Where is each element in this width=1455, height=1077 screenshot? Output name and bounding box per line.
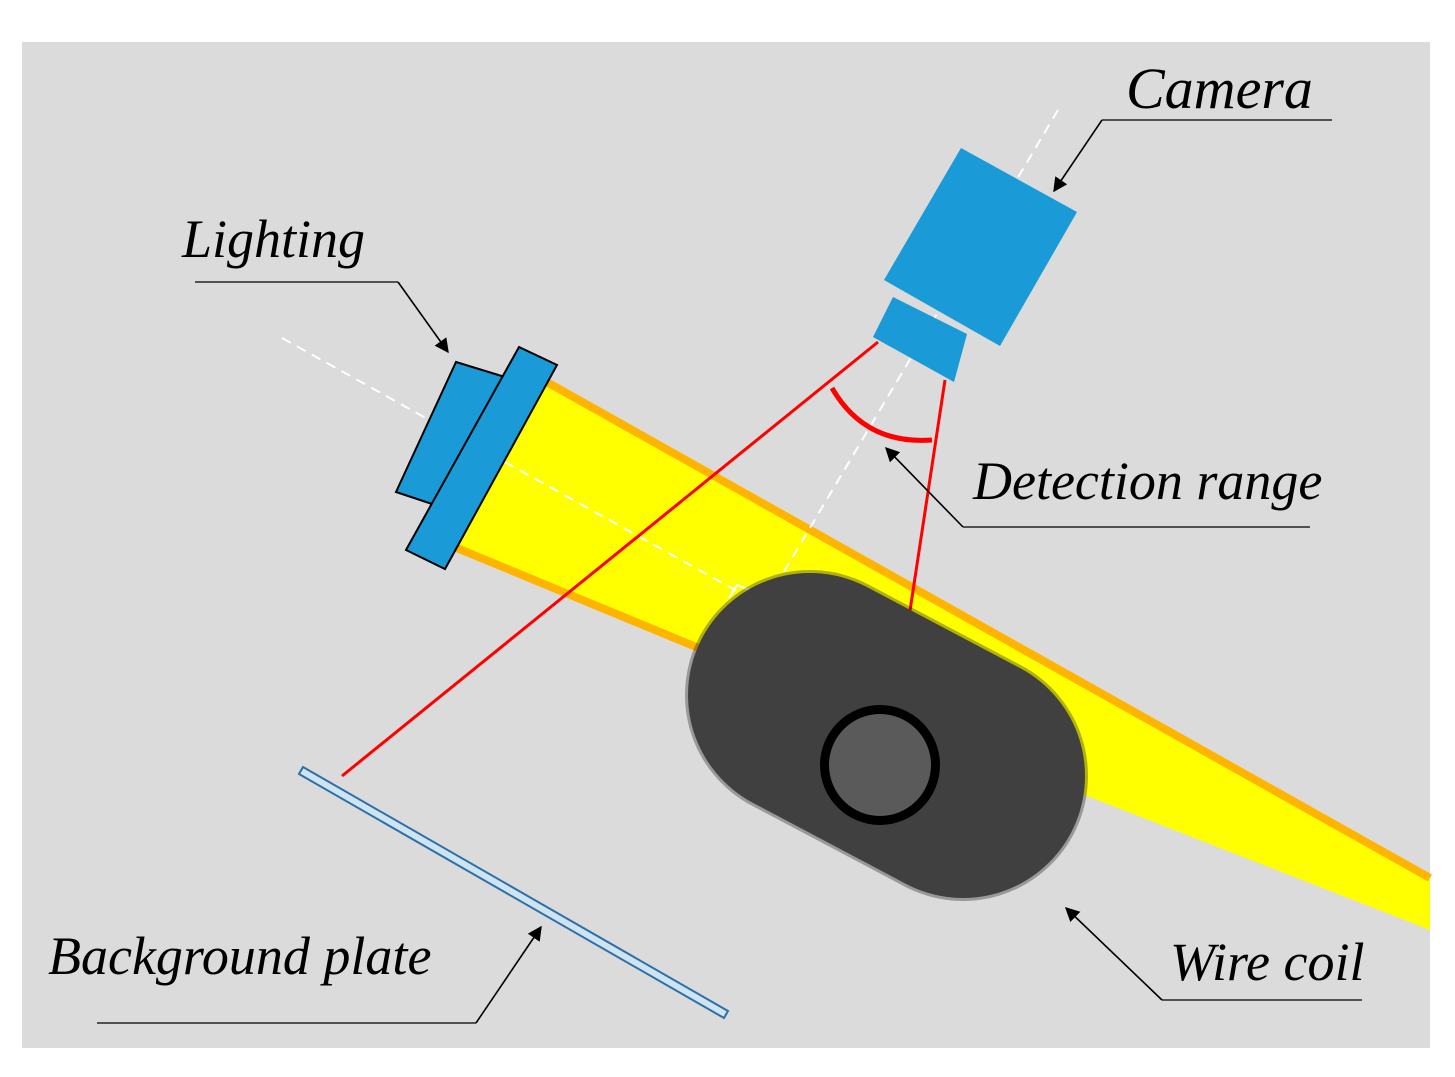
detection-range-arc — [829, 386, 933, 443]
light-source-icon — [394, 345, 559, 571]
background-plate-icon — [297, 765, 730, 1020]
wire-coil-label: Wire coil — [1170, 932, 1364, 992]
light-beam-upper-edge — [543, 377, 1432, 882]
detection-boundary-right — [904, 379, 947, 638]
camera-axis-line — [759, 109, 1059, 613]
camera-icon — [873, 148, 1077, 382]
coil-core — [829, 714, 931, 816]
detection-range-pointer-arrow — [884, 446, 964, 528]
wire-coil-pointer-arrow — [1064, 907, 1163, 1001]
background-plate-pointer-arrow — [475, 925, 542, 1024]
lighting-axis-line — [281, 337, 781, 616]
background-plate-label: Background plate — [48, 926, 431, 986]
camera-pointer-arrow — [1053, 119, 1103, 193]
camera-label: Camera — [1126, 56, 1313, 121]
lighting-pointer-arrow — [397, 281, 449, 354]
detection-boundary-left — [341, 340, 879, 778]
wire-coil-icon — [685, 570, 1088, 901]
detection-range-label: Detection range — [972, 451, 1322, 511]
lighting-label: Lighting — [181, 209, 365, 269]
